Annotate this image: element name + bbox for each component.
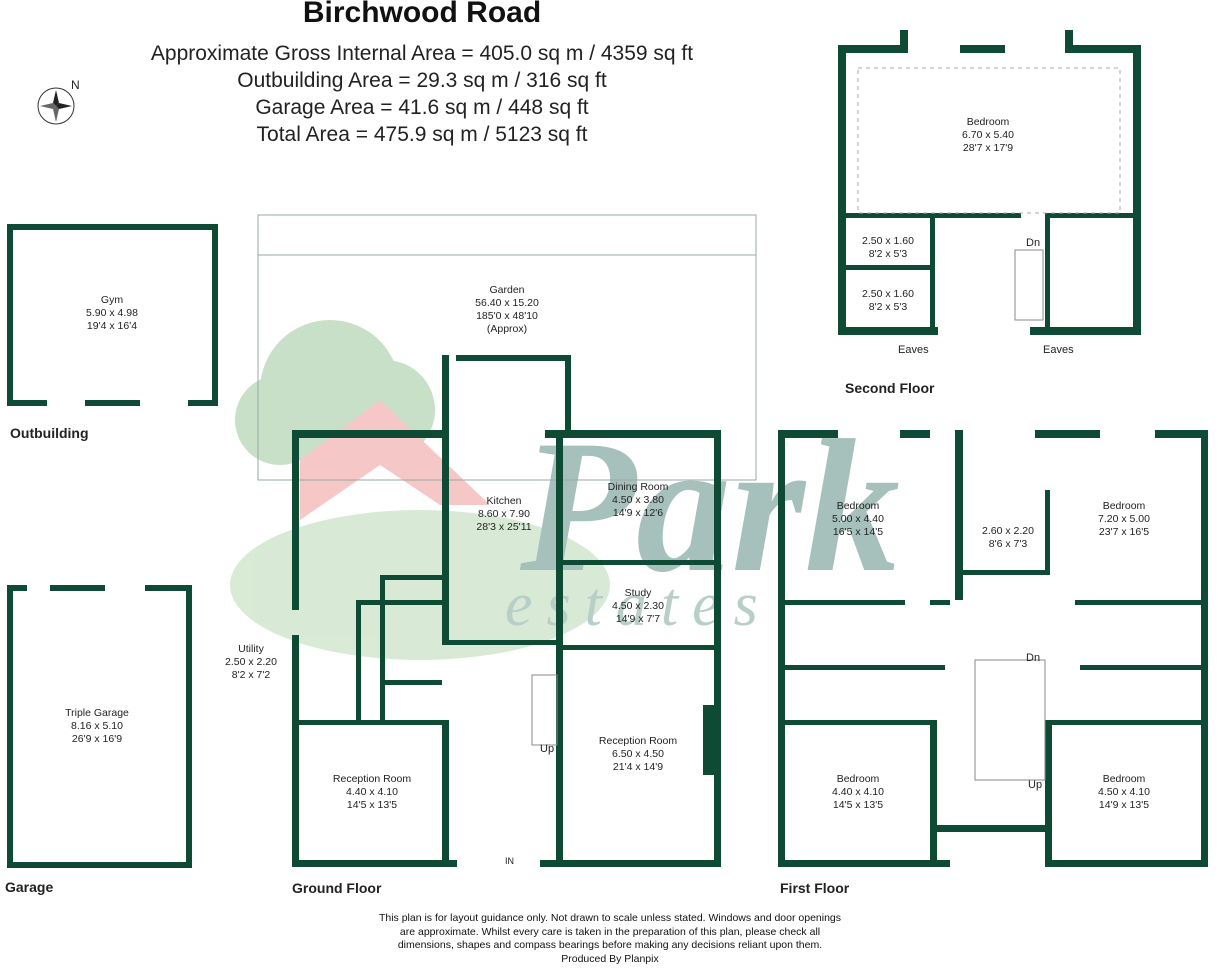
stair-down-second: Dn	[1026, 237, 1041, 249]
disclaimer: This plan is for layout guidance only. N…	[378, 912, 842, 965]
stair-down-first: Dn	[1026, 652, 1041, 664]
area-line-gross: Approximate Gross Internal Area = 405.0 …	[150, 42, 694, 65]
floor-label-second: Second Floor	[845, 380, 935, 396]
stair-up-ground: Up	[540, 743, 555, 755]
first-floor-walls	[778, 430, 1208, 867]
area-line-outbuilding: Outbuilding Area = 29.3 sq m / 316 sq ft	[237, 69, 607, 92]
stair-up-first: Up	[1028, 779, 1043, 791]
area-line-garage: Garage Area = 41.6 sq m / 448 sq ft	[255, 96, 589, 119]
floor-label-first: First Floor	[780, 880, 850, 896]
page-title: Birchwood Road	[302, 0, 542, 29]
compass-icon	[37, 87, 75, 125]
stairs	[531, 249, 1046, 781]
area-line-total: Total Area = 475.9 sq m / 5123 sq ft	[256, 123, 588, 146]
eaves-right-label: Eaves	[1043, 344, 1074, 356]
watermark-green-ellipse	[230, 510, 610, 660]
second-floor-walls	[838, 30, 1141, 335]
eaves-dashed-line	[857, 67, 1121, 214]
ground-floor-walls	[292, 355, 721, 867]
gym-walls	[7, 224, 218, 406]
compass-north-label: N	[71, 78, 80, 92]
floor-label-outbuilding: Outbuilding	[10, 425, 89, 441]
entrance-label: IN	[505, 856, 514, 866]
eaves-left-label: Eaves	[898, 344, 929, 356]
garage-walls	[7, 585, 192, 868]
floor-label-ground: Ground Floor	[292, 880, 382, 896]
garden-outline	[257, 214, 757, 481]
floor-label-garage: Garage	[5, 879, 54, 895]
